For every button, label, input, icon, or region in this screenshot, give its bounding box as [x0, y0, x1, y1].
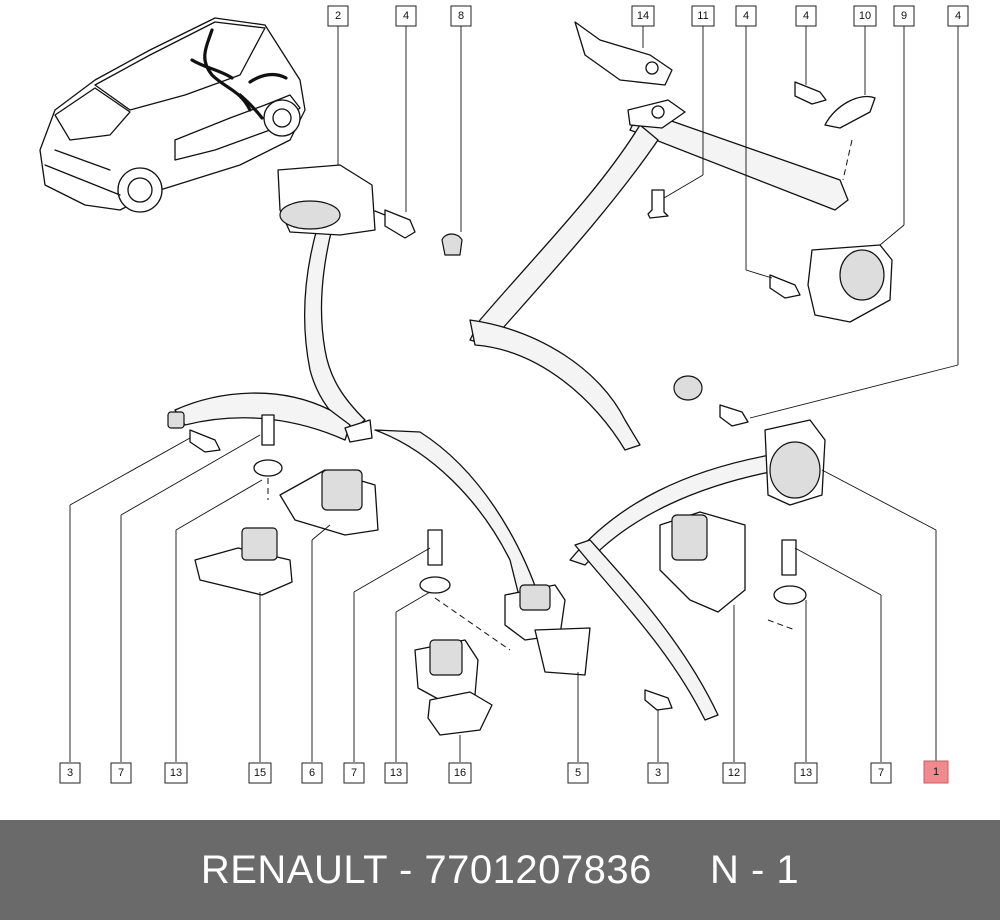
assembly-dashes [267, 139, 853, 651]
callout-10: 10 [853, 5, 877, 27]
callout-12: 12 [722, 762, 746, 784]
callout-label: 1 [933, 766, 939, 778]
callout-label: 14 [637, 10, 649, 22]
callout-11: 11 [691, 5, 715, 27]
brand-name: RENAULT [200, 847, 388, 892]
callout-label: 7 [878, 767, 884, 779]
callout-9: 9 [893, 5, 915, 27]
leader-lines [69, 26, 959, 762]
callout-4: 4 [795, 5, 817, 27]
callout-7: 7 [110, 762, 132, 784]
callout-label: 3 [67, 767, 73, 779]
callout-5: 5 [567, 762, 589, 784]
seat-belt-exploded-diagram: 2 4 8 14 11 4 4 10 9 4 3 7 13 15 6 7 13 … [39, 5, 969, 784]
callout-7: 7 [343, 762, 365, 784]
callout-label: 13 [170, 767, 182, 779]
callout-label: 11 [697, 10, 708, 22]
callout-8: 8 [450, 5, 472, 27]
callout-label: 2 [335, 10, 341, 22]
callout-label: 12 [728, 767, 740, 779]
callout-4: 4 [735, 5, 757, 27]
callout-14: 14 [631, 5, 655, 27]
callout-7: 7 [870, 762, 892, 784]
center-belt-buckle [374, 429, 591, 676]
callout-label: 9 [901, 10, 907, 22]
callout-4: 4 [947, 5, 969, 27]
front-upper-retractor [167, 164, 376, 443]
callout-label: 5 [575, 767, 581, 779]
callout-16: 16 [448, 762, 472, 784]
callout-label: 6 [309, 767, 315, 779]
callout-1-highlighted: 1 [923, 760, 949, 784]
lower-buckles [194, 469, 746, 736]
callout-label: 10 [859, 10, 871, 22]
part-number: 7701207836 [424, 847, 652, 892]
callout-3: 3 [647, 762, 669, 784]
callout-label: 7 [351, 767, 357, 779]
callout-label: 8 [458, 10, 464, 22]
callout-label: 4 [803, 10, 809, 22]
callout-label: 4 [403, 10, 409, 22]
callout-13: 13 [384, 762, 408, 784]
callout-label: 13 [390, 767, 402, 779]
callout-label: 4 [743, 10, 749, 22]
callout-label: 3 [655, 767, 661, 779]
footer-caption: RENAULT - 7701207836 N - 1 [201, 848, 799, 893]
callout-6: 6 [301, 762, 323, 784]
top-bolts [374, 21, 876, 427]
callout-3: 3 [59, 762, 81, 784]
callout-13: 13 [794, 762, 818, 784]
callout-label: 4 [955, 10, 961, 22]
lower-bolts-washers [189, 414, 807, 711]
callout-4: 4 [395, 5, 417, 27]
callout-13: 13 [164, 762, 188, 784]
rear-left-retractor [569, 419, 826, 721]
diagram-position: N - 1 [709, 847, 800, 892]
rear-right-retractor [469, 99, 893, 451]
callout-2: 2 [327, 5, 349, 27]
callout-label: 16 [454, 767, 466, 779]
callout-label: 15 [254, 767, 266, 779]
callout-label: 13 [800, 767, 812, 779]
callout-label: 7 [118, 767, 124, 779]
car-illustration [39, 17, 306, 213]
callout-15: 15 [248, 762, 272, 784]
separator: - [398, 847, 413, 892]
footer-bar: RENAULT - 7701207836 N - 1 [0, 820, 1000, 920]
